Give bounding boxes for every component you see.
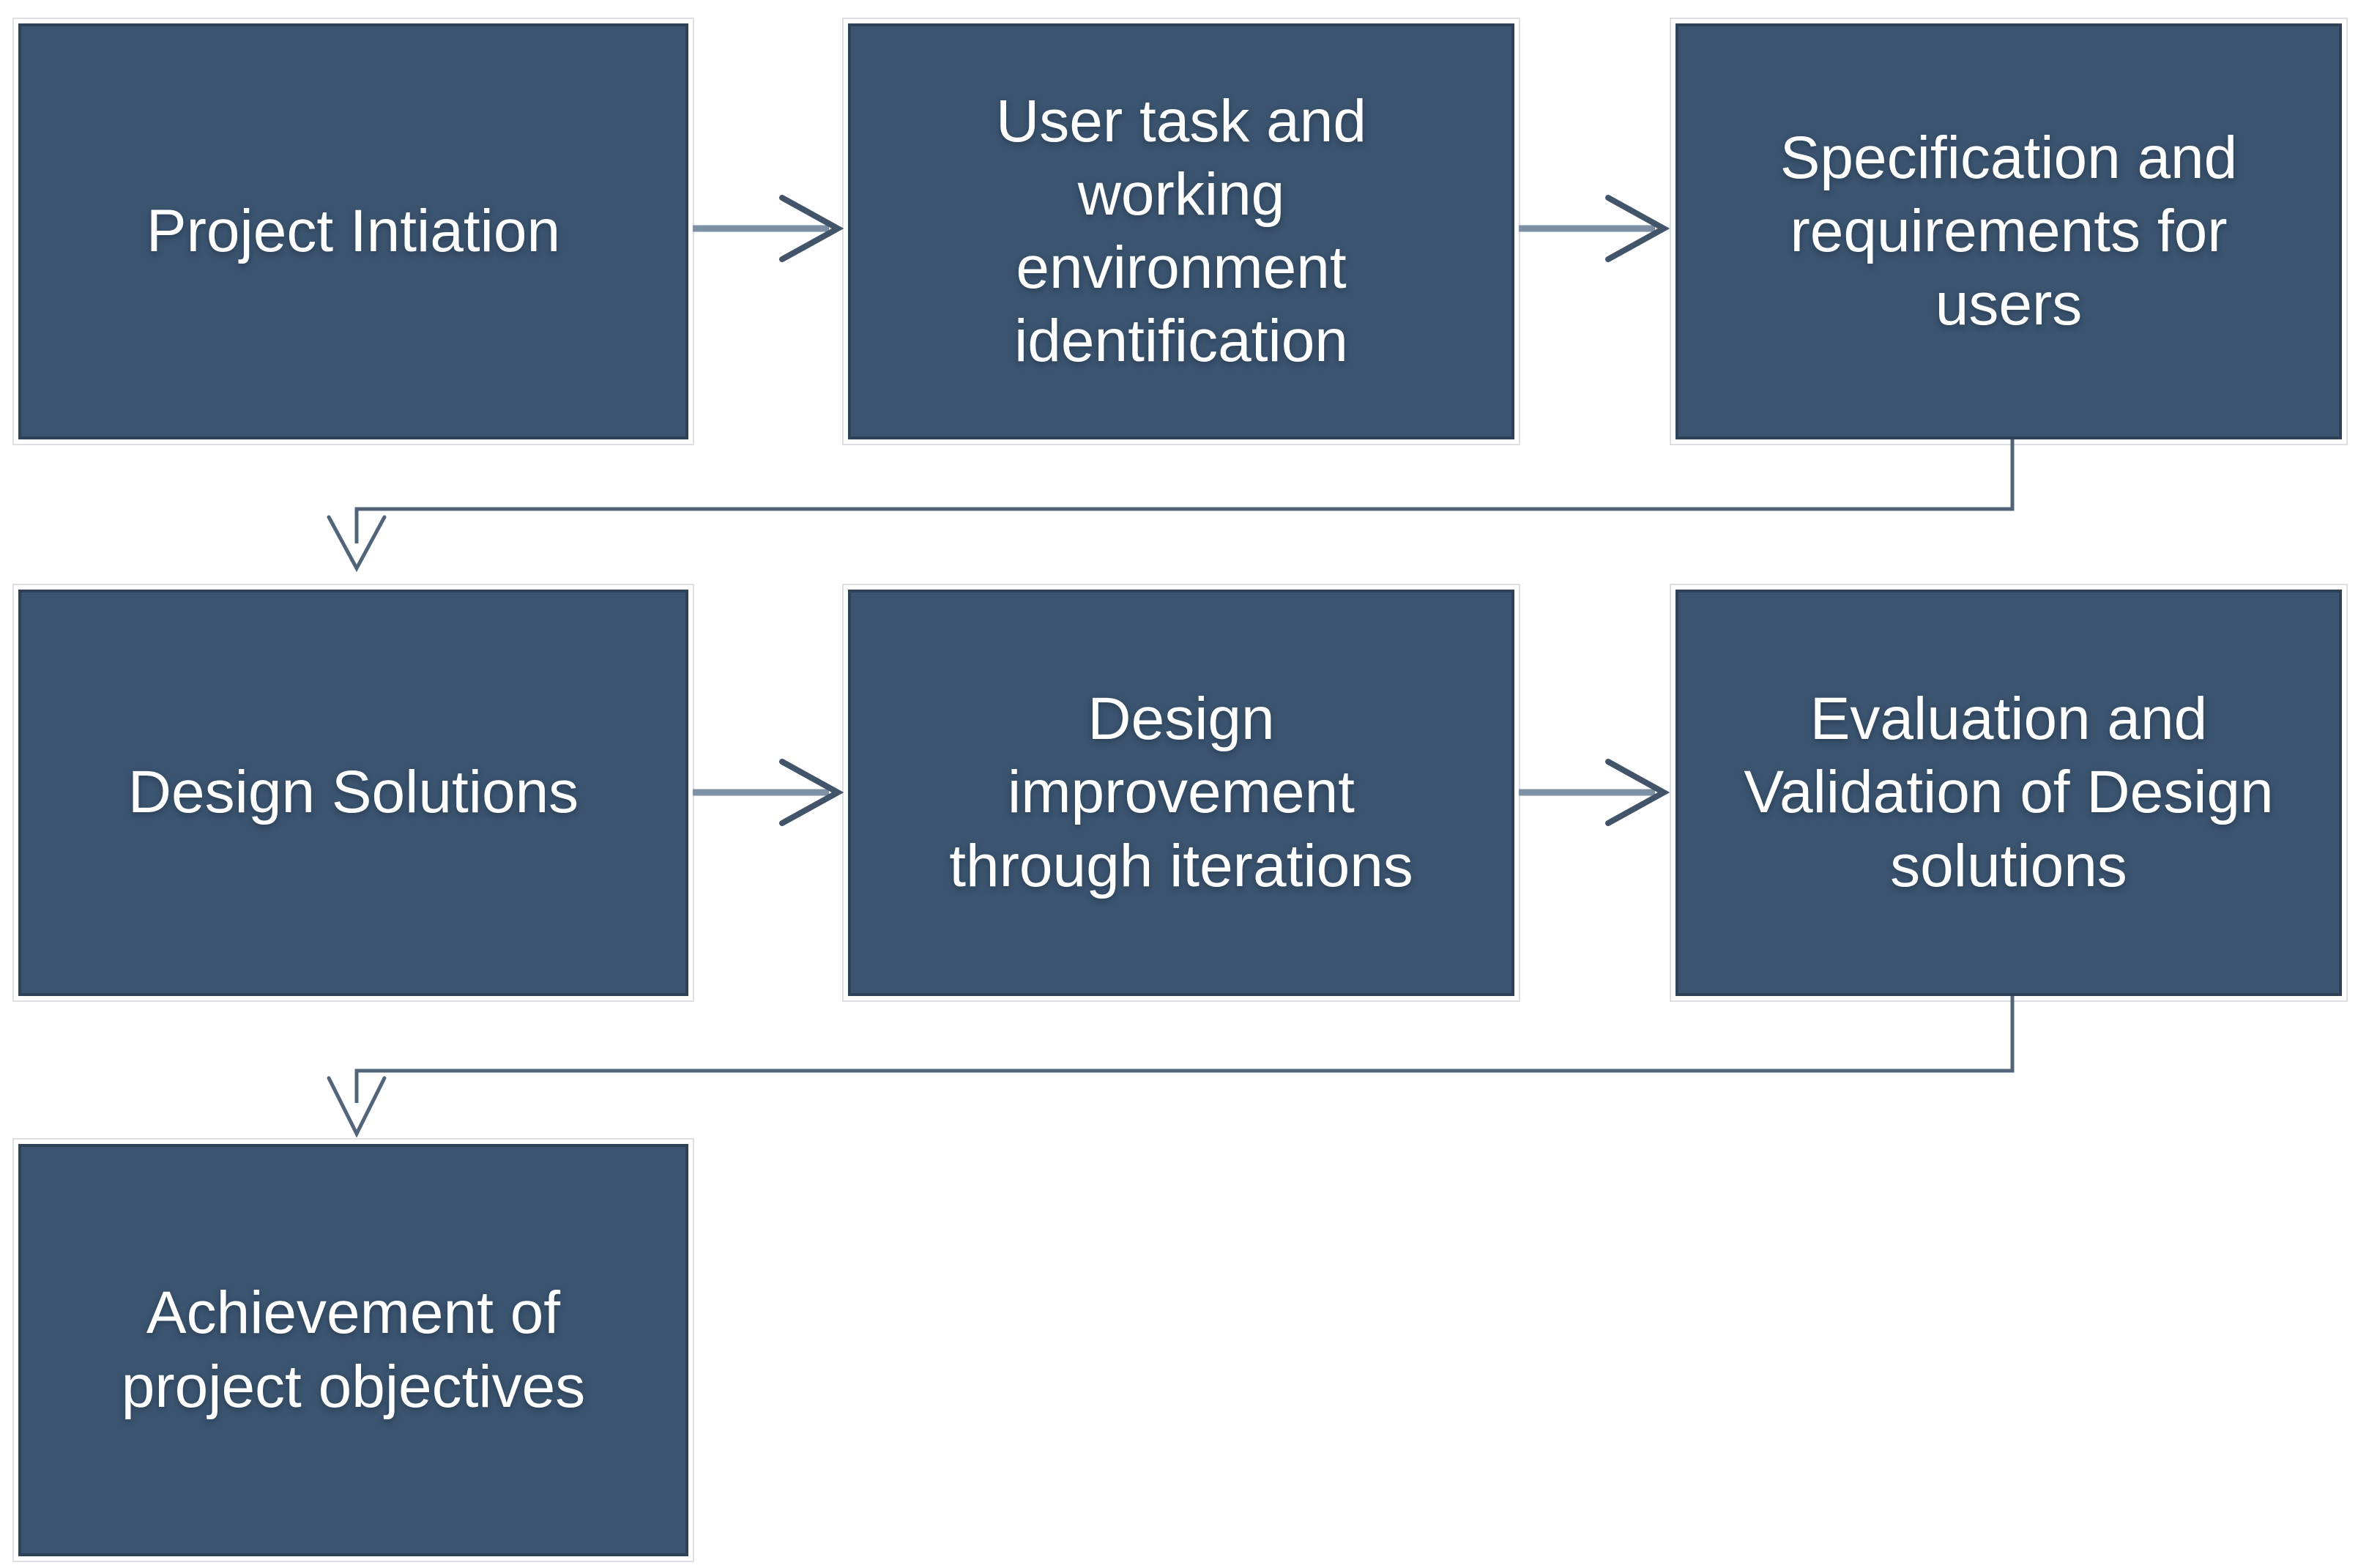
flow-step-user-task-environment: User task and working environment identi…	[842, 18, 1520, 445]
elbow-specification-to-design-solutions-icon	[327, 439, 2015, 573]
flow-step-evaluation-validation: Evaluation and Validation of Design solu…	[1670, 584, 2348, 1002]
flow-step-label: User task and working environment identi…	[996, 87, 1366, 375]
arrow-improvement-to-evaluation-icon	[1519, 759, 1670, 826]
flow-step-design-solutions: Design Solutions	[12, 584, 694, 1002]
flow-step-achievement-objectives: Achievement of project objectives	[12, 1138, 694, 1562]
elbow-evaluation-to-achievement-icon	[327, 996, 2015, 1138]
flow-step-specification-requirements: Specification and requirements for users	[1670, 18, 2348, 445]
arrow-project-initiation-to-user-task-icon	[693, 195, 844, 262]
arrow-user-task-to-specification-icon	[1519, 195, 1670, 262]
flow-step-label: Design Solutions	[127, 759, 579, 826]
flow-step-label: Design improvement through iterations	[949, 685, 1413, 899]
flow-step-label: Project Intiation	[146, 197, 561, 264]
arrow-design-solutions-to-improvement-icon	[693, 759, 844, 826]
flow-step-label: Achievement of project objectives	[121, 1279, 586, 1420]
flow-step-project-initiation: Project Intiation	[12, 18, 694, 445]
flow-step-design-improvement: Design improvement through iterations	[842, 584, 1520, 1002]
flow-step-label: Specification and requirements for users	[1779, 124, 2238, 338]
flow-step-label: Evaluation and Validation of Design solu…	[1744, 685, 2274, 899]
